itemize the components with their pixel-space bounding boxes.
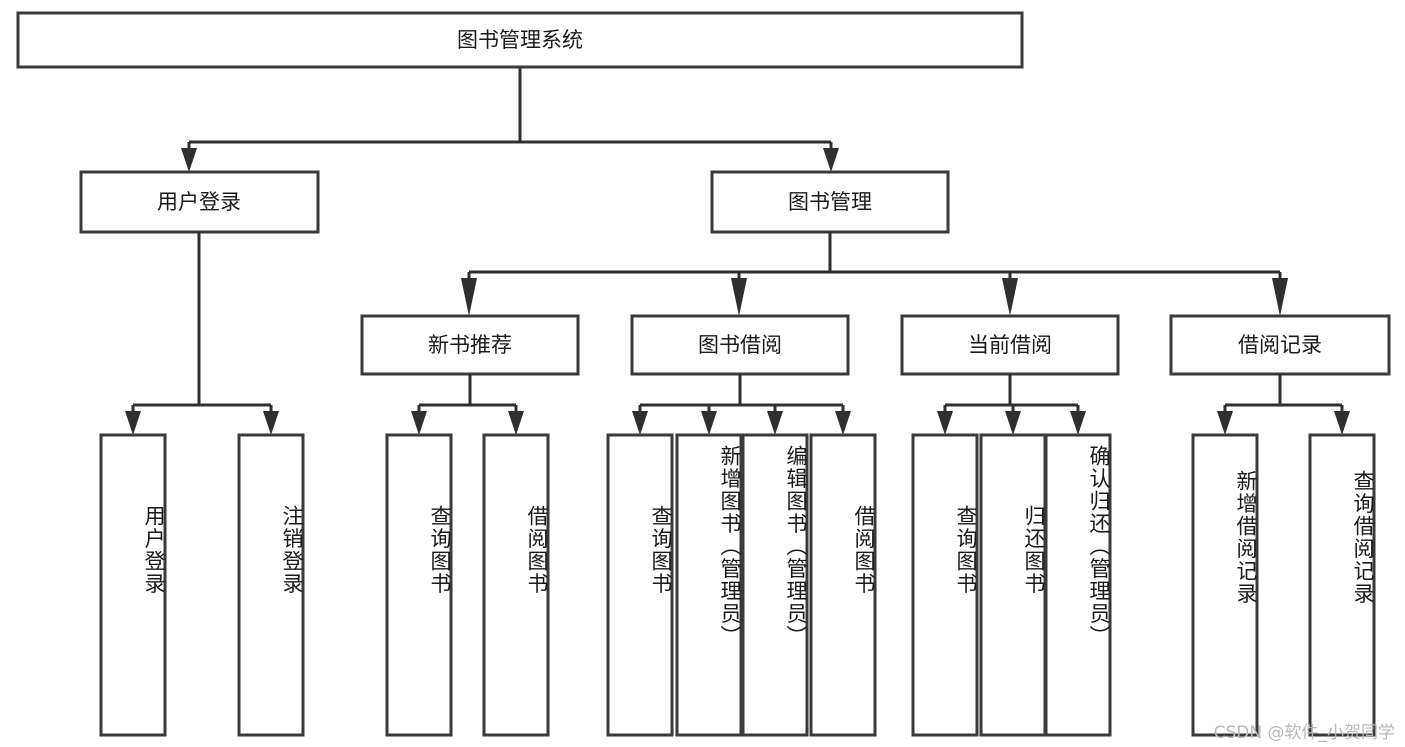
- node-book-management[interactable]: 图书管理: [710, 170, 950, 234]
- arrow-head-icon: [1070, 411, 1086, 435]
- connector-current-borrow-to-leaves: [937, 374, 1086, 435]
- leaf-user-login-box[interactable]: [99, 433, 167, 737]
- node-current-borrow-box: [900, 314, 1120, 376]
- leaf-query-borrow-record-box[interactable]: [1308, 433, 1376, 737]
- arrow-head-icon: [1272, 278, 1288, 316]
- arrow-head-icon: [701, 411, 717, 435]
- node-user-login-box: [79, 170, 320, 234]
- connector-borrow-record-to-leaves: [1217, 374, 1350, 435]
- arrow-head-icon: [937, 411, 953, 435]
- arrow-head-icon: [823, 148, 839, 172]
- node-new-book-recommend-label: 新书推荐: [428, 333, 512, 357]
- leaf-borrow-book-1-box[interactable]: [482, 433, 550, 737]
- arrow-head-icon: [731, 278, 747, 316]
- node-book-borrow[interactable]: 图书借阅: [630, 314, 850, 376]
- connector-user-login-to-leaves: [125, 232, 279, 435]
- node-borrow-record[interactable]: 借阅记录: [1169, 314, 1391, 376]
- leaf-return-book-box[interactable]: [979, 433, 1047, 737]
- arrow-head-icon: [181, 148, 197, 172]
- arrow-head-icon: [767, 411, 783, 435]
- arrow-head-icon: [461, 278, 477, 316]
- arrow-head-icon: [263, 411, 279, 435]
- node-new-book-recommend-box: [360, 314, 580, 376]
- arrow-head-icon: [411, 411, 427, 435]
- leaf-borrow-book-2-box[interactable]: [809, 433, 877, 737]
- node-book-borrow-label: 图书借阅: [698, 333, 782, 357]
- arrow-head-icon: [1002, 278, 1018, 316]
- leaf-confirm-return-box[interactable]: [1044, 433, 1112, 737]
- node-root-box: [16, 11, 1024, 69]
- arrow-head-icon: [835, 411, 851, 435]
- connector-book-borrow-to-leaves: [632, 374, 851, 435]
- leaf-add-borrow-record-box[interactable]: [1191, 433, 1259, 737]
- arrow-head-icon: [1334, 411, 1350, 435]
- node-root[interactable]: 图书管理系统: [16, 11, 1024, 69]
- arrow-head-icon: [508, 411, 524, 435]
- arrow-head-icon: [1217, 411, 1233, 435]
- arrow-head-icon: [1005, 411, 1021, 435]
- connector-book-management-to-level2: [461, 232, 1288, 316]
- arrow-head-icon: [125, 411, 141, 435]
- node-borrow-record-label: 借阅记录: [1238, 333, 1322, 357]
- leaf-query-book-2-box[interactable]: [606, 433, 674, 737]
- leaf-query-book-1-box[interactable]: [385, 433, 453, 737]
- node-current-borrow-label: 当前借阅: [968, 333, 1052, 357]
- leaf-edit-book-box[interactable]: [741, 433, 809, 737]
- arrow-head-icon: [632, 411, 648, 435]
- leaf-user-logout-box[interactable]: [237, 433, 305, 737]
- node-root-label: 图书管理系统: [457, 28, 583, 52]
- node-user-login-label: 用户登录: [157, 190, 241, 214]
- node-new-book-recommend[interactable]: 新书推荐: [360, 314, 580, 376]
- connector-root-to-level1: [181, 67, 839, 172]
- leaf-query-book-3-box[interactable]: [911, 433, 979, 737]
- node-current-borrow[interactable]: 当前借阅: [900, 314, 1120, 376]
- node-book-management-label: 图书管理: [788, 190, 872, 214]
- leaf-add-book-box[interactable]: [675, 433, 743, 737]
- connector-new-book-recommend-to-leaves: [411, 374, 524, 435]
- node-user-login[interactable]: 用户登录: [79, 170, 320, 234]
